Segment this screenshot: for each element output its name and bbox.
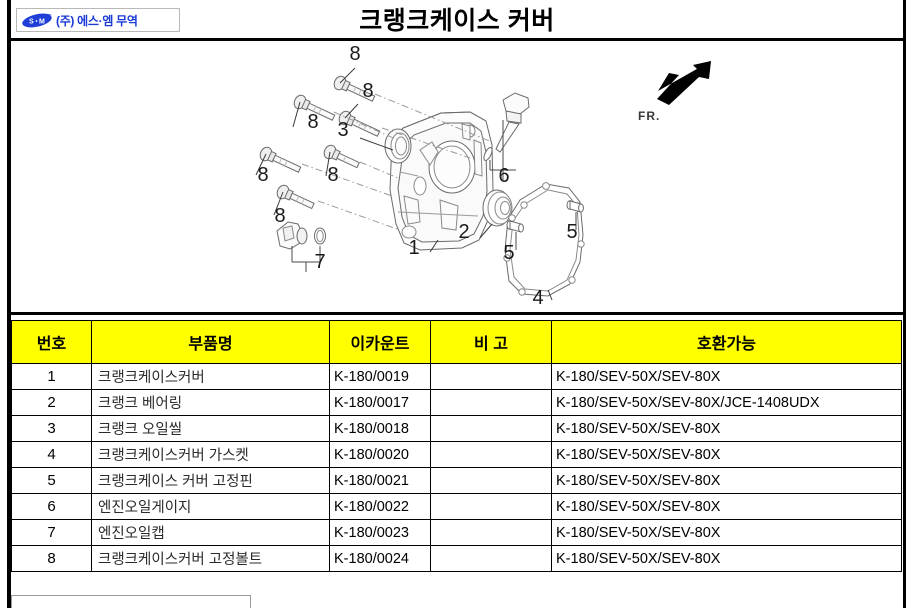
- cell-no: 1: [11, 363, 92, 390]
- cell-name: 엔진오일캡: [91, 519, 330, 546]
- cell-no: 8: [11, 545, 92, 572]
- cell-account: K-180/0023: [329, 519, 431, 546]
- cell-name: 크랭크케이스커버 고정볼트: [91, 545, 330, 572]
- cell-account: K-180/0019: [329, 363, 431, 390]
- cell-note: [430, 363, 552, 390]
- company-name-label: (주) 에스·엠 무역: [56, 13, 138, 28]
- cell-name: 크랭크케이스커버: [91, 363, 330, 390]
- swoosh-logo-icon: S M: [21, 12, 53, 29]
- fr-orientation-label: FR.: [638, 109, 661, 123]
- column-header-account: 이카운트: [329, 320, 431, 364]
- cell-no: 3: [11, 415, 92, 442]
- cell-account: K-180/0021: [329, 467, 431, 494]
- cell-compat: K-180/SEV-50X/SEV-80X: [551, 363, 902, 390]
- company-logo: S M (주) 에스·엠 무역: [16, 8, 180, 32]
- cell-account: K-180/0022: [329, 493, 431, 520]
- svg-text:S: S: [29, 18, 34, 25]
- cell-compat: K-180/SEV-50X/SEV-80X/JCE-1408UDX: [551, 389, 902, 416]
- clipped-bottom-element: [11, 595, 251, 608]
- cell-no: 4: [11, 441, 92, 468]
- frame-divider-bottom: [7, 312, 906, 315]
- column-header-number: 번호: [11, 320, 92, 364]
- cell-note: [430, 389, 552, 416]
- cell-compat: K-180/SEV-50X/SEV-80X: [551, 441, 902, 468]
- cell-compat: K-180/SEV-50X/SEV-80X: [551, 467, 902, 494]
- frame-border-right: [903, 0, 906, 608]
- column-header-compat: 호환가능: [551, 320, 902, 364]
- cell-note: [430, 545, 552, 572]
- cell-name: 크랭크 베어링: [91, 389, 330, 416]
- cell-no: 7: [11, 519, 92, 546]
- frame-border-left: [7, 0, 11, 608]
- cell-account: K-180/0018: [329, 415, 431, 442]
- cell-compat: K-180/SEV-50X/SEV-80X: [551, 415, 902, 442]
- cell-compat: K-180/SEV-50X/SEV-80X: [551, 493, 902, 520]
- cell-account: K-180/0024: [329, 545, 431, 572]
- cell-no: 2: [11, 389, 92, 416]
- cell-note: [430, 415, 552, 442]
- cell-no: 6: [11, 493, 92, 520]
- cell-compat: K-180/SEV-50X/SEV-80X: [551, 545, 902, 572]
- table-header-row: 번호 부품명 이카운트 비 고 호환가능: [11, 320, 902, 364]
- cell-name: 크랭크 오일씰: [91, 415, 330, 442]
- column-header-note: 비 고: [430, 320, 552, 364]
- cell-account: K-180/0017: [329, 389, 431, 416]
- cell-note: [430, 441, 552, 468]
- cell-note: [430, 493, 552, 520]
- frame-divider-top: [7, 38, 906, 41]
- cell-no: 5: [11, 467, 92, 494]
- cell-note: [430, 467, 552, 494]
- svg-text:M: M: [39, 18, 45, 25]
- cell-name: 크랭크케이스커버 가스켓: [91, 441, 330, 468]
- column-header-partname: 부품명: [91, 320, 330, 364]
- cell-account: K-180/0020: [329, 441, 431, 468]
- cell-note: [430, 519, 552, 546]
- cell-name: 엔진오일게이지: [91, 493, 330, 520]
- cell-compat: K-180/SEV-50X/SEV-80X: [551, 519, 902, 546]
- page-title: 크랭크케이스 커버: [359, 7, 555, 35]
- document-header: 크랭크케이스 커버 S M (주) 에스·엠 무역: [11, 0, 903, 38]
- cell-name: 크랭크케이스 커버 고정핀: [91, 467, 330, 494]
